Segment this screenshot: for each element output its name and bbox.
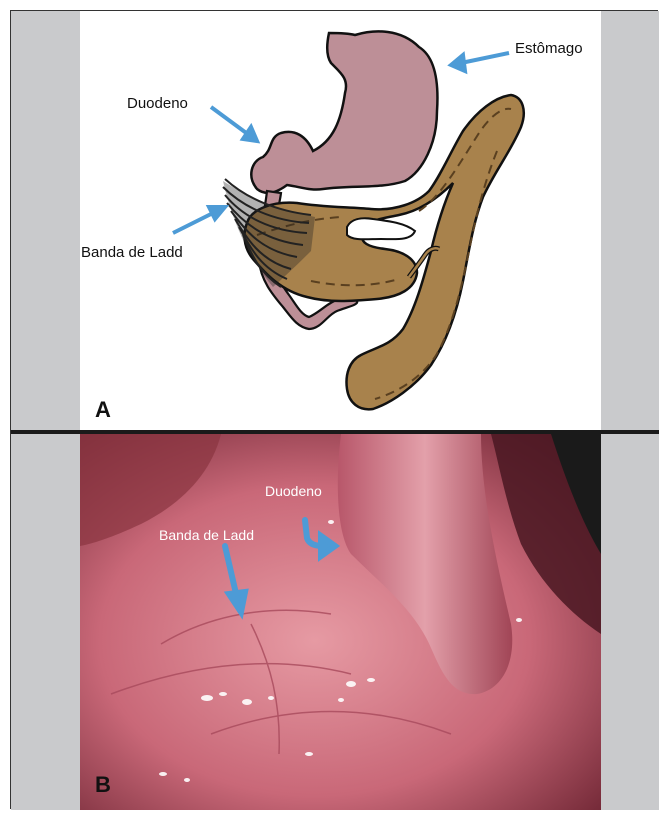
label-banda-b: Banda de Ladd (159, 527, 254, 543)
figure-frame: Estômago Duodeno Banda de Ladd A (10, 10, 658, 809)
anatomy-diagram: Estômago Duodeno Banda de Ladd (11, 11, 659, 430)
label-duodeno-b: Duodeno (265, 483, 322, 499)
panel-a-diagram: Estômago Duodeno Banda de Ladd A (11, 11, 659, 430)
label-banda: Banda de Ladd (81, 244, 183, 261)
arrow-duodeno (211, 107, 249, 135)
stomach-shape (251, 31, 437, 192)
label-estomago: Estômago (515, 40, 583, 57)
arrow-estomago (461, 53, 509, 63)
arrow-banda (173, 211, 217, 233)
panel-b-photo: Duodeno Banda de Ladd B (11, 434, 659, 810)
colon-inner-loop (347, 218, 415, 239)
panel-letter-b: B (95, 772, 111, 798)
laparoscopic-image: Duodeno Banda de Ladd (11, 434, 659, 810)
label-duodeno: Duodeno (127, 95, 188, 112)
panel-letter-a: A (95, 397, 111, 423)
